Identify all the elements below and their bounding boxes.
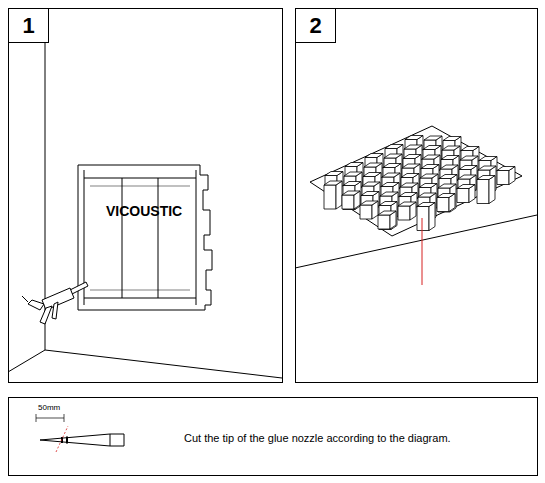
step-number: 2	[295, 8, 336, 43]
pointer-line	[422, 218, 423, 285]
step-number-text: 1	[22, 13, 34, 39]
dimension-label: 50mm	[38, 403, 60, 412]
glue-nozzle	[36, 414, 124, 452]
step-number: 1	[8, 8, 49, 43]
instruction-box: Cut the tip of the glue nozzle according…	[8, 397, 538, 476]
panel-frame	[296, 9, 538, 383]
step-number-text: 2	[309, 13, 321, 39]
panel-frame	[9, 9, 283, 383]
wall-corner	[8, 8, 282, 378]
diffuser-panel	[310, 126, 522, 236]
brand-logo: VICOUSTIC	[106, 203, 182, 219]
instruction-text: Cut the tip of the glue nozzle according…	[184, 432, 451, 444]
acoustic-panel	[78, 165, 212, 310]
caulk-gun	[22, 282, 88, 324]
